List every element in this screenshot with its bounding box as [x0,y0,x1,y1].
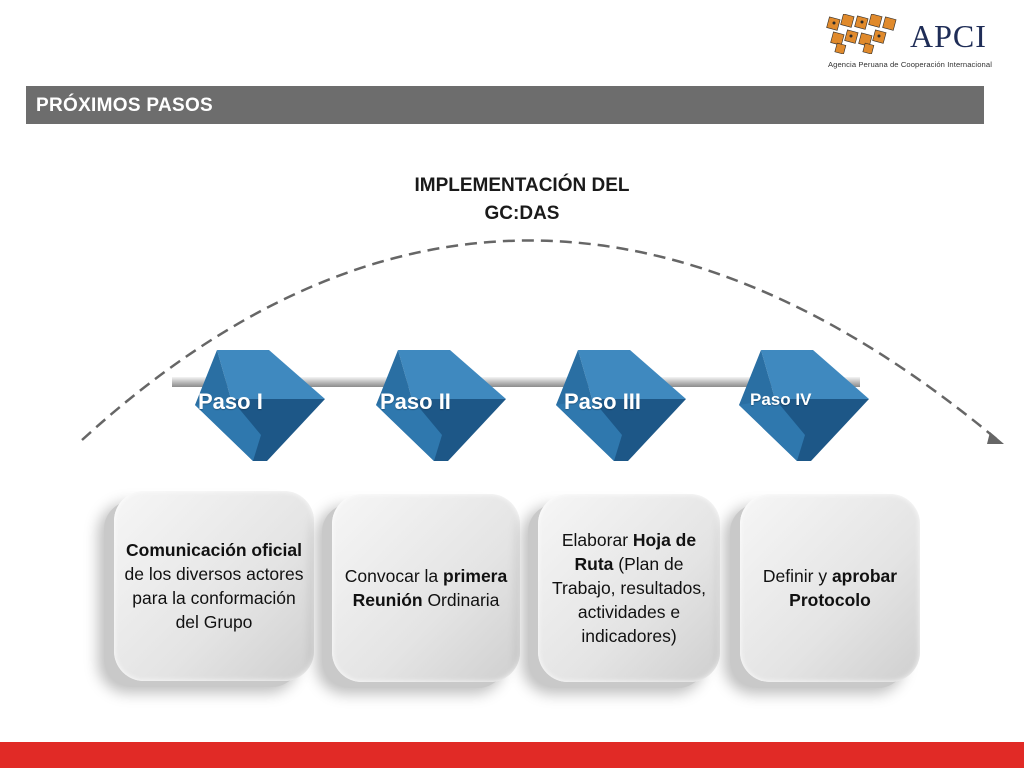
step-label-2: Paso II [380,389,451,414]
header-title: PRÓXIMOS PASOS [36,95,213,116]
step-diamond-4 [739,350,869,461]
step-label-4: Paso IV [750,390,812,409]
progress-arc [81,239,1001,443]
step-card-2-text: Convocar la primera Reunión Ordinaria [344,566,508,610]
diagram-title-line-1: IMPLEMENTACIÓN DEL [414,175,630,196]
connector-rod [172,377,860,387]
logo-subtitle: Agencia Peruana de Cooperación Internaci… [828,60,992,69]
step-card-4-text: Definir y aprobar Protocolo [762,566,898,610]
step-card-1: Comunicación oficial de los diversos act… [114,491,314,681]
step-card-4: Definir y aprobar Protocolo [740,494,920,682]
arc-arrowhead-icon [987,432,1004,444]
apci-logo: APCI Agencia Peruana de Cooperación Inte… [826,14,992,72]
logo-name: APCI [910,18,987,54]
header-bar: PRÓXIMOS PASOS [26,86,984,124]
diagram-title-line-2: GC:DAS [484,203,560,224]
step-card-3-text: Elaborar Hoja de Ruta (Plan de Trabajo, … [551,530,706,646]
footer-bar [0,742,1024,768]
step-label-3: Paso III [564,389,642,414]
step-diamond-2 [376,350,506,461]
step-card-3: Elaborar Hoja de Ruta (Plan de Trabajo, … [538,494,720,682]
step-card-2: Convocar la primera Reunión Ordinaria [332,494,520,682]
step-card-1-text: Comunicación oficial de los diversos act… [124,540,304,632]
step-label-1: Paso I [198,389,263,414]
step-diamond-1 [195,350,325,461]
diagram-title: IMPLEMENTACIÓN DEL GC:DAS [372,172,672,228]
apci-logo-icon [826,14,897,54]
step-diamond-3 [556,350,686,461]
